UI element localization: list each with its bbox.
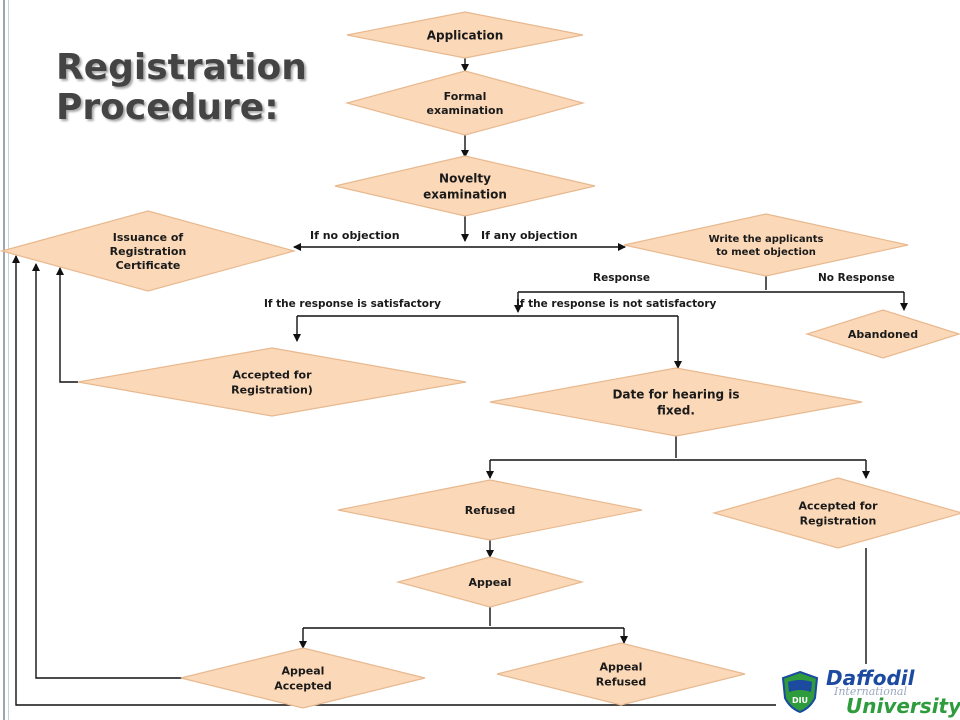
edge-labels: If no objection If any objection Respons…	[264, 229, 895, 310]
node-shape	[0, 210, 297, 292]
node-label: Write the applicants	[709, 234, 824, 245]
label-not-satisfactory: If the response is not satisfactory	[516, 298, 717, 310]
node-label: Appeal	[600, 660, 643, 673]
node-shape	[344, 70, 586, 136]
node-label: Date for hearing is	[612, 387, 739, 401]
edge-accepted-right-to-certificate	[12, 255, 867, 706]
node-label: Appeal	[282, 664, 325, 677]
node-shape	[77, 347, 467, 417]
logo-name: Daffodil	[826, 666, 915, 690]
node-label: Accepted for	[798, 499, 878, 512]
node-label: Accepted	[274, 679, 331, 692]
node-shape	[489, 367, 863, 437]
node-label: Application	[427, 28, 504, 42]
university-shield-icon: DIU	[781, 670, 819, 714]
node-label: Accepted for	[232, 368, 312, 381]
node-label: Registration)	[231, 383, 313, 396]
shield-mark: DIU	[792, 696, 808, 705]
node-shape	[337, 479, 643, 541]
node-label: examination	[427, 104, 504, 117]
label-no-objection: If no objection	[310, 229, 400, 242]
title-line-1: Registration	[56, 47, 307, 88]
node-label: Refused	[465, 504, 515, 517]
flow-connectors	[12, 58, 908, 706]
label-satisfactory: If the response is satisfactory	[264, 298, 441, 310]
node-label: Issuance of	[113, 231, 184, 244]
label-any-objection: If any objection	[481, 229, 578, 242]
node-label: examination	[423, 187, 507, 201]
node-label: Appeal	[469, 576, 512, 589]
node-label: Formal	[444, 90, 487, 103]
node-shape	[496, 642, 746, 706]
logo-university: University	[846, 694, 960, 718]
edge-appeal-accepted-to-certificate	[32, 263, 182, 679]
node-label: Registration	[110, 245, 187, 258]
node-novelty-examination: Novelty examination	[334, 155, 596, 217]
node-application: Application	[346, 11, 584, 59]
edge-accepted-to-certificate	[56, 267, 78, 383]
node-shape	[334, 155, 596, 217]
node-appeal: Appeal	[395, 556, 585, 608]
flow-nodes: ApplicationFormalexaminationNoveltyexami…	[0, 11, 960, 709]
node-shape	[346, 11, 584, 59]
node-date-hearing: Date for hearing is fixed.	[489, 367, 863, 437]
slide-title: Registration Procedure:	[56, 48, 307, 128]
node-write-applicants: Write the applicants to meet objection	[623, 213, 909, 277]
node-label: Novelty	[439, 171, 491, 185]
node-label: fixed.	[657, 403, 695, 417]
node-label: Certificate	[116, 259, 181, 272]
logo-subtitle: International	[834, 685, 907, 698]
node-shape	[623, 213, 909, 277]
title-line-2: Procedure:	[56, 87, 279, 128]
node-shape	[395, 556, 585, 608]
node-shape	[805, 309, 960, 359]
node-label: Abandoned	[848, 328, 918, 341]
node-refused: Refused	[337, 479, 643, 541]
node-label: to meet objection	[716, 247, 816, 258]
node-shape	[180, 647, 426, 709]
node-shape	[711, 477, 960, 549]
node-label: Registration	[800, 514, 877, 527]
label-no-response: No Response	[818, 272, 895, 284]
node-abandoned: Abandoned	[805, 309, 960, 359]
node-label: Refused	[596, 675, 646, 688]
daffodil-university-logo: DIU Daffodil International University	[776, 664, 960, 720]
left-border-rule	[0, 0, 14, 720]
label-response: Response	[593, 272, 650, 284]
